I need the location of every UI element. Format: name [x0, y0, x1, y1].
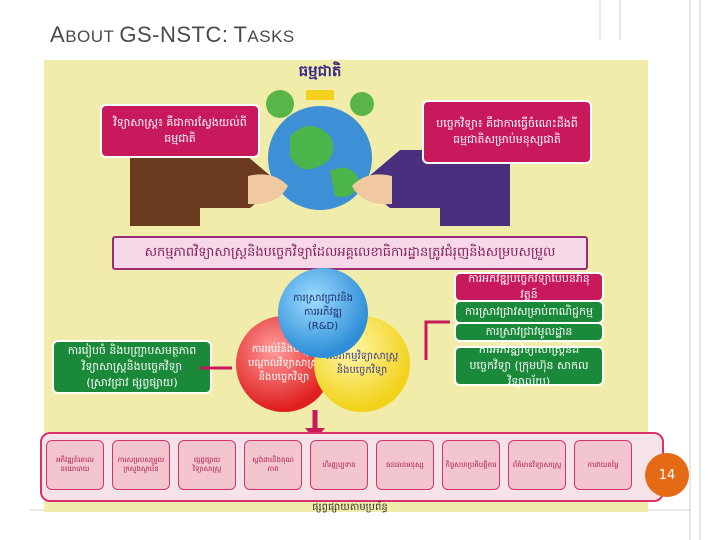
page-title: ABOUT GS-NSTC: TASKS	[50, 22, 295, 48]
task-cell: ហិរញ្ញប្បទាន	[310, 440, 368, 490]
page-number-badge: 14	[645, 453, 689, 497]
task-cell: ព័ត៌មានវិទ្យាសាស្ត្រ	[508, 440, 566, 490]
task-cell: ធនធានមនុស្ស	[376, 440, 434, 490]
task-cell: ស្តង់ដារនិងគុណភាព	[244, 440, 302, 490]
task-cell: ការវាយតម្លៃ	[574, 440, 632, 490]
bottom-caption: ផ្សព្វផ្សាយតាមប្រព័ន្ធ	[312, 502, 388, 513]
connector-arrows	[200, 320, 450, 440]
activities-banner: សកម្មភាពវិទ្យាសាស្ត្រនិងបច្ចេកវិទ្យាដែលអ…	[112, 236, 588, 270]
title-prefix-small: BOUT	[65, 27, 115, 46]
technology-definition-box: បច្ចេកវិទ្យា៖ គឺជាការធ្វើចំណេះដឹងពីធម្មជ…	[422, 100, 592, 164]
task-cell: ការសម្របសម្រួលក្រសួងស្ថាប័ន	[112, 440, 170, 490]
innovation-development-box: ការអភិវឌ្ឍបច្ចេកវិទ្យាបែបនវានុវត្តន៍	[454, 272, 604, 302]
task-cell: ផ្សព្វផ្សាយវិទ្យាសាស្ត្រ	[178, 440, 236, 490]
capacity-building-box: ការរៀបចំ និងបញ្ជ្រាបសមត្ថភាពវិទ្យាសាស្ត្…	[52, 340, 212, 394]
basic-research-box: ការស្រាវជ្រាវមូលដ្ឋាន	[454, 322, 604, 342]
title-tail-big: T	[233, 22, 248, 47]
task-cell: អភិវឌ្ឍន៍គោលនយោបាយ	[46, 440, 104, 490]
globe-illustration	[130, 90, 510, 226]
title-main: GS-NSTC:	[119, 22, 229, 47]
task-cell: កិច្ចសហប្រតិបត្តិការ	[442, 440, 500, 490]
title-tail-small: ASKS	[247, 27, 295, 46]
nature-label: ធម្មជាតិ	[298, 62, 342, 80]
rnd-circle: ការស្រាវជ្រាវនិងការអភិវឌ្ឍ (R&D)	[278, 268, 368, 358]
title-prefix-big: A	[50, 22, 66, 47]
sti-development-box: ការអភិវឌ្ឍវិទ្យាសាស្ត្រនិងបច្ចេកវិទ្យា (…	[454, 343, 604, 388]
science-definition-box: វិទ្យាសាស្ត្រ៖ គឺជាការស្វែងយល់ពីធម្មជាតិ	[100, 104, 260, 158]
